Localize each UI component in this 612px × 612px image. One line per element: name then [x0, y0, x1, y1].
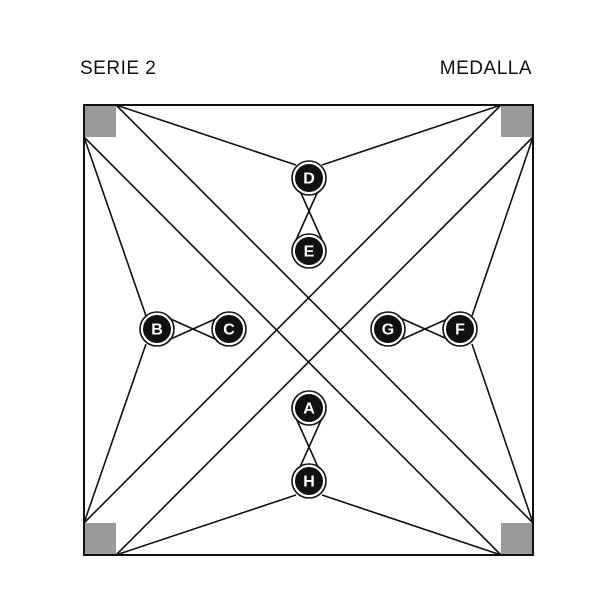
node-label: D: [303, 171, 315, 188]
diagonal-line: [83, 136, 502, 556]
loop-line: [295, 181, 323, 241]
node-label: B: [151, 322, 163, 339]
corner-square-top-left: [84, 105, 116, 137]
series-title: SERIE 2: [80, 58, 157, 79]
outer-frame: [83, 104, 534, 556]
node-label: F: [455, 322, 465, 339]
fan-line: [115, 494, 297, 556]
node-g: G: [370, 311, 406, 347]
node-label: C: [223, 322, 235, 339]
node-b: B: [139, 311, 175, 347]
node-d: D: [291, 160, 327, 196]
fan-line: [471, 136, 534, 317]
loop-line: [163, 315, 223, 343]
node-a: A: [291, 390, 327, 426]
fan-line: [83, 136, 147, 317]
medal-title: MEDALLA: [439, 58, 532, 79]
fan-line: [471, 343, 534, 524]
diagonal-line: [115, 136, 534, 556]
diagonal-line: [83, 104, 502, 524]
corner-square-bottom-right: [501, 523, 533, 555]
fan-line: [321, 104, 502, 166]
node-f: F: [442, 311, 478, 347]
corner-square-bottom-left: [84, 523, 116, 555]
node-e: E: [291, 233, 327, 269]
fan-line: [83, 343, 147, 524]
node-h: H: [291, 463, 327, 499]
fan-line: [115, 104, 297, 166]
node-label: E: [304, 244, 315, 261]
node-c: C: [211, 311, 247, 347]
loop-line: [395, 315, 455, 343]
fan-line: [321, 494, 502, 556]
corner-square-top-right: [501, 105, 533, 137]
diagonal-line: [115, 104, 534, 524]
node-label: H: [303, 474, 315, 491]
node-label: A: [303, 401, 315, 418]
node-label: G: [382, 322, 394, 339]
